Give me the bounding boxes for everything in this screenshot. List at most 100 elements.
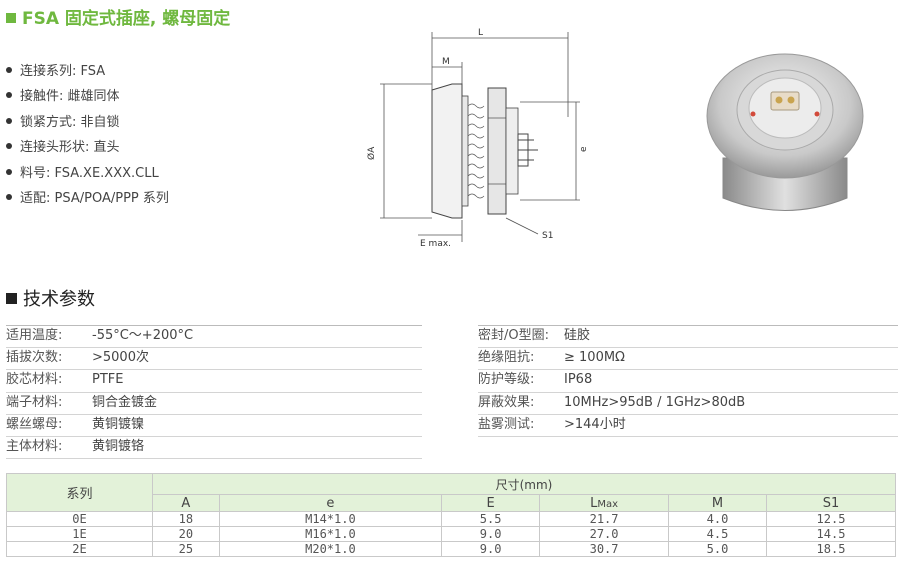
feature-list: 连接系列: FSA 接触件: 雌雄同体 锁紧方式: 非自锁 连接头形状: 直头 …	[6, 63, 169, 215]
table-cell: 21.7	[539, 511, 670, 527]
dim-label-e: e	[579, 146, 589, 152]
param-key: 胶芯材料:	[6, 372, 63, 388]
dim-label-l: L	[478, 28, 483, 38]
table-cell: 5.0	[668, 541, 767, 557]
page-title: FSA 固定式插座, 螺母固定	[6, 4, 230, 29]
series-header: 系列	[6, 473, 153, 512]
feature-text: 连接头形状: 直头	[20, 140, 120, 156]
column-header-a: A	[152, 494, 220, 512]
table-cell: 0E	[6, 511, 153, 527]
table-cell: 18.5	[765, 541, 897, 557]
param-row: 绝缘阻抗: ≥ 100MΩ	[478, 348, 898, 371]
dim-label-a: ØA	[366, 146, 377, 160]
param-value: ≥ 100MΩ	[564, 350, 625, 366]
param-row: 插拔次数: >5000次	[6, 348, 422, 371]
column-header-max-suffix: Max	[597, 498, 619, 510]
param-value: 铜合金镀金	[92, 394, 158, 410]
table-row: 0E 18 M14*1.0 5.5 21.7 4.0 12.5	[6, 511, 897, 527]
bullet-icon	[6, 117, 12, 124]
bullet-icon	[6, 92, 12, 99]
column-header-l: L	[590, 495, 598, 511]
param-value: PTFE	[92, 372, 124, 388]
column-header-l-max: LMax	[539, 494, 670, 512]
table-cell: 9.0	[441, 541, 541, 557]
column-header-e-max: E	[441, 494, 541, 512]
table-cell: 30.7	[539, 541, 670, 557]
table-cell: 27.0	[539, 526, 670, 542]
table-cell: 18	[152, 511, 220, 527]
section-title: 技术参数	[6, 285, 95, 311]
param-key: 防护等级:	[478, 372, 535, 388]
table-cell: 25	[152, 541, 220, 557]
param-row: 主体材料: 黄铜镀铬	[6, 437, 422, 460]
column-header-s1: S1	[765, 494, 897, 512]
section-title-text: 技术参数	[23, 289, 95, 310]
feature-item: 料号: FSA.XE.XXX.CLL	[6, 165, 169, 190]
table-cell: 5.5	[441, 511, 541, 527]
feature-item: 连接头形状: 直头	[6, 139, 169, 164]
feature-text: 连接系列: FSA	[20, 64, 106, 79]
table-row: 2E 25 M20*1.0 9.0 30.7 5.0 18.5	[6, 541, 897, 557]
param-value: 黄铜镀铬	[92, 438, 145, 454]
feature-text: 料号: FSA.XE.XXX.CLL	[20, 165, 159, 181]
feature-text: 适配: PSA/POA/PPP 系列	[20, 190, 169, 206]
table-cell: 14.5	[765, 526, 897, 542]
table-cell: 2E	[6, 541, 153, 557]
param-row: 适用温度: -55°C～+200°C	[6, 326, 422, 349]
table-cell: 4.5	[668, 526, 767, 542]
table-header-row: 系列 尺寸(mm)	[6, 473, 896, 512]
param-value: IP68	[564, 372, 593, 388]
param-row: 端子材料:铜合金镀金	[6, 393, 422, 415]
param-value: 硅胶	[564, 328, 591, 343]
bullet-icon	[6, 67, 12, 73]
param-row: 屏蔽效果: 10MHz>95dB / 1GHz>80dB	[478, 393, 898, 415]
feature-text: 锁紧方式: 非自锁	[20, 114, 120, 130]
param-key: 适用温度:	[6, 328, 63, 343]
product-photo	[706, 53, 864, 211]
param-row: 密封/O型圈:硅胶	[478, 326, 898, 349]
dim-label-e-max: E max.	[420, 239, 451, 249]
param-key: 盐雾测试:	[478, 416, 535, 432]
feature-item: 接触件: 雌雄同体	[6, 88, 169, 113]
title-text: FSA 固定式插座, 螺母固定	[22, 9, 231, 29]
title-square-icon	[6, 13, 16, 23]
dim-label-s1: S1	[542, 231, 553, 241]
param-row: 胶芯材料: PTFE	[6, 370, 422, 393]
param-key: 螺丝螺母:	[6, 416, 63, 432]
technical-drawing: L M ØA e E max. S1	[366, 28, 589, 249]
param-row: 螺丝螺母: 黄铜镀镍	[6, 415, 422, 437]
feature-item: 连接系列: FSA	[6, 63, 169, 88]
section-square-icon	[6, 293, 17, 304]
param-key: 绝缘阻抗:	[478, 350, 535, 366]
bullet-icon	[6, 143, 12, 150]
param-value: -55°C～+200°C	[92, 328, 194, 343]
param-key: 插拔次数:	[6, 350, 63, 366]
table-cell: 9.0	[441, 526, 541, 542]
column-header-m: M	[668, 494, 767, 512]
feature-item: 适配: PSA/POA/PPP 系列	[6, 190, 169, 215]
table-cell: 4.0	[668, 511, 767, 527]
params-left: 适用温度:-55°C～+200°C 插拔次数:>5000次 胶芯材料:PTFE …	[6, 325, 422, 460]
param-value: 10MHz>95dB / 1GHz>80dB	[564, 394, 746, 410]
param-value: 黄铜镀镍	[92, 416, 145, 432]
size-group-header: 尺寸(mm)	[152, 473, 896, 495]
param-key: 屏蔽效果:	[478, 394, 535, 410]
feature-text: 接触件: 雌雄同体	[20, 89, 120, 105]
dim-label-m: M	[442, 57, 450, 67]
param-value: >144小时	[564, 416, 626, 432]
table-cell: 20	[152, 526, 220, 542]
param-value: >5000次	[92, 350, 149, 366]
table-cell: 1E	[6, 526, 153, 542]
dimensions-table: 系列 尺寸(mm) A e E LMax M S1 0E 18 M14*1.0 …	[6, 473, 897, 557]
feature-item: 锁紧方式: 非自锁	[6, 114, 169, 139]
bullet-icon	[6, 168, 12, 175]
params-right: 密封/O型圈:硅胶 绝缘阻抗: ≥ 100MΩ 防护等级: IP68 屏蔽效果: 10…	[478, 325, 898, 437]
table-cell: M16*1.0	[218, 526, 443, 542]
table-cell: M14*1.0	[218, 511, 443, 527]
param-key: 主体材料:	[6, 438, 63, 454]
param-row: 盐雾测试: >144小时	[478, 415, 898, 437]
table-header-row: A e E LMax M S1	[7, 494, 897, 512]
column-header-e: e	[218, 494, 443, 512]
param-row: 防护等级: IP68	[478, 370, 898, 393]
table-row: 1E 20 M16*1.0 9.0 27.0 4.5 14.5	[6, 526, 897, 542]
